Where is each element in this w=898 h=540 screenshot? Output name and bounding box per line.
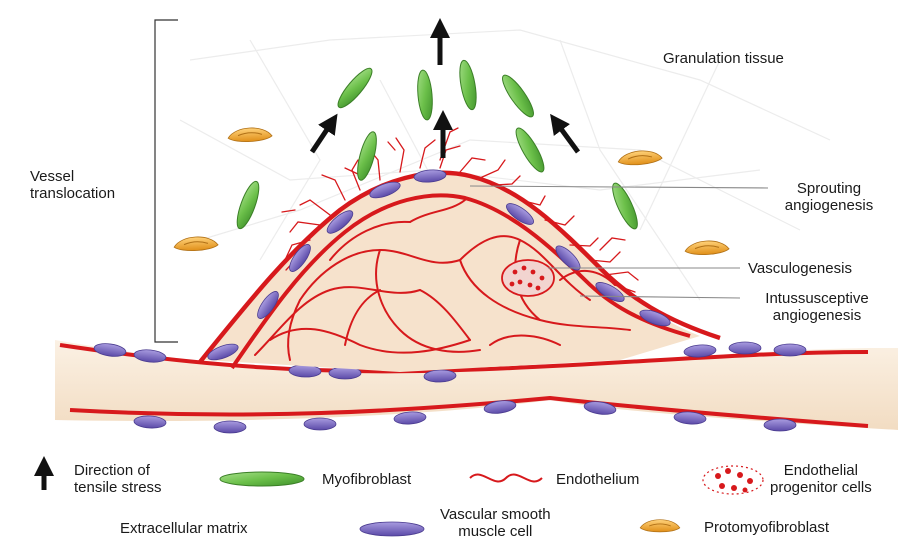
endothelial-progenitor-cluster (502, 260, 554, 296)
sprouting-angiogenesis-line-2: angiogenesis (765, 197, 893, 214)
legend-endothelial-progenitor-line-2: progenitor cells (770, 479, 872, 496)
legend-vsm-line-1: Vascular smooth (440, 506, 551, 523)
sprouting-angiogenesis-label: Sprouting angiogenesis (765, 180, 893, 214)
legend-myofibroblast: Myofibroblast (322, 471, 411, 488)
vessel-translocation-line-1: Vessel (30, 168, 115, 185)
vessel-translocation-bracket (155, 20, 178, 342)
legend-vascular-smooth-muscle-cell: Vascular smooth muscle cell (440, 506, 551, 540)
legend-protomyofibroblast: Protomyofibroblast (704, 519, 829, 536)
sprouting-angiogenesis-line-1: Sprouting (765, 180, 893, 197)
legend-extracellular-matrix: Extracellular matrix (120, 520, 248, 537)
vasculogenesis-label: Vasculogenesis (748, 260, 852, 277)
granulation-tissue-label: Granulation tissue (663, 50, 784, 67)
legend-endothelium: Endothelium (556, 471, 639, 488)
legend-endothelial-progenitor-cells: Endothelial progenitor cells (770, 462, 872, 496)
vessel-translocation-line-2: translocation (30, 185, 115, 202)
legend-vsm-line-2: muscle cell (440, 523, 551, 540)
legend-tensile-stress-line-2: tensile stress (74, 479, 162, 496)
intussusceptive-angiogenesis-line-2: angiogenesis (744, 307, 890, 324)
legend-tensile-stress-line-1: Direction of (74, 462, 162, 479)
legend-tensile-stress: Direction of tensile stress (74, 462, 162, 496)
intussusceptive-angiogenesis-label: Intussusceptive angiogenesis (744, 290, 890, 324)
intussusceptive-angiogenesis-line-1: Intussusceptive (744, 290, 890, 307)
vessel-translocation-label: Vessel translocation (30, 168, 115, 202)
legend-endothelial-progenitor-line-1: Endothelial (770, 462, 872, 479)
